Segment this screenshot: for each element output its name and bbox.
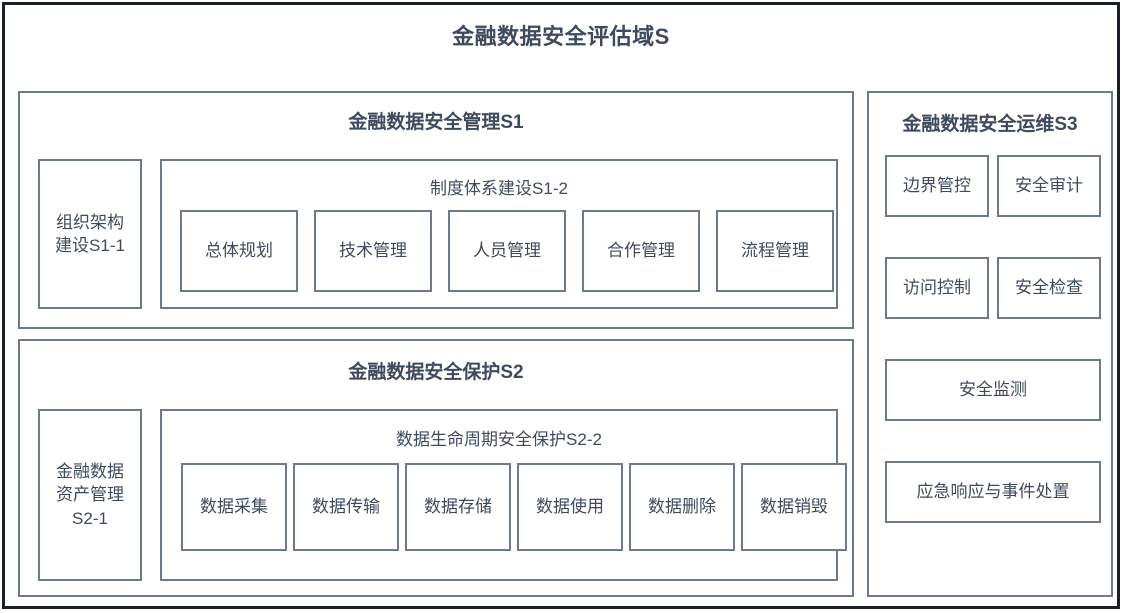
leaf-security-inspection[interactable]: 安全检查 [997,257,1101,319]
page-title: 金融数据安全评估域S [452,24,670,49]
block-line: 建设S1-1 [55,236,125,255]
leaf-technology-management[interactable]: 技术管理 [314,210,432,292]
leaf-cooperation-management[interactable]: 合作管理 [582,210,700,292]
subgroup-s2-2-title: 数据生命周期安全保护S2-2 [396,430,602,449]
leaf-access-control[interactable]: 访问控制 [885,257,989,319]
section-s1: 金融数据安全管理S1 组织架构 建设S1-1 制度体系建设S1-2 总体规划 技… [18,91,854,329]
leaf-boundary-control[interactable]: 边界管控 [885,155,989,217]
leaf-overall-planning[interactable]: 总体规划 [180,210,298,292]
subgroup-s1-2: 制度体系建设S1-2 总体规划 技术管理 人员管理 合作管理 流程管理 [160,159,838,309]
leaf-security-monitoring[interactable]: 安全监测 [885,359,1101,421]
leaf-data-storage[interactable]: 数据存储 [405,463,511,551]
block-line: S2-1 [72,508,108,528]
leaf-data-collection[interactable]: 数据采集 [181,463,287,551]
section-s1-title: 金融数据安全管理S1 [348,112,524,133]
section-s2: 金融数据安全保护S2 金融数据 资产管理 S2-1 数据生命周期安全保护S2-2… [18,339,854,597]
section-s2-title: 金融数据安全保护S2 [348,362,524,383]
leaf-data-deletion[interactable]: 数据删除 [629,463,735,551]
block-line: 资产管理 [56,485,124,505]
section-s3: 金融数据安全运维S3 边界管控 安全审计 访问控制 安全检查 安全监测 应急响应… [867,91,1113,597]
block-line: 组织架构 [56,212,124,232]
subgroup-s2-2: 数据生命周期安全保护S2-2 数据采集 数据传输 数据存储 数据使用 数据删除 … [160,409,847,581]
leaf-data-destruction[interactable]: 数据销毁 [741,463,847,551]
leaf-emergency-response[interactable]: 应急响应与事件处置 [885,461,1101,523]
block-line: 金融数据 [56,461,124,481]
leaf-process-management[interactable]: 流程管理 [716,210,834,292]
leaf-personnel-management[interactable]: 人员管理 [448,210,566,292]
leaf-data-usage[interactable]: 数据使用 [517,463,623,551]
leaf-security-audit[interactable]: 安全审计 [997,155,1101,217]
block-financial-data-asset-management[interactable]: 金融数据 资产管理 S2-1 [38,409,142,581]
section-s3-title: 金融数据安全运维S3 [902,114,1078,135]
subgroup-s1-2-title: 制度体系建设S1-2 [430,179,568,198]
block-organization-structure[interactable]: 组织架构 建设S1-1 [38,159,142,309]
leaf-data-transmission[interactable]: 数据传输 [293,463,399,551]
